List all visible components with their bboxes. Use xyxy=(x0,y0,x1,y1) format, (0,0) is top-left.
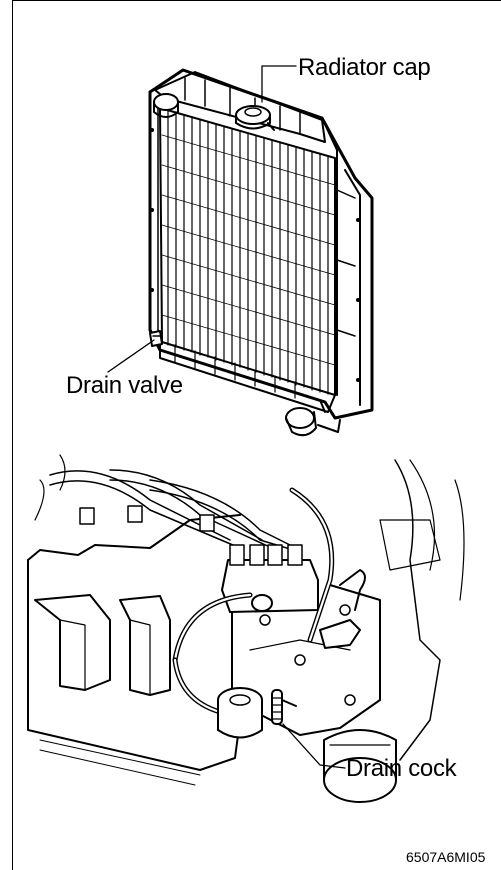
radiator-cap-part xyxy=(235,105,275,131)
radiator-bolts xyxy=(150,128,360,382)
drain-cock-label: Drain cock xyxy=(346,755,457,782)
radiator-cap-leader xyxy=(261,65,297,103)
figure-code: 6507A6MI05 xyxy=(406,849,486,865)
engine-illustration xyxy=(27,454,465,803)
drain-valve-label: Drain valve xyxy=(66,372,183,399)
radiator-core-fins xyxy=(161,109,336,395)
radiator-cap-label: Radiator cap xyxy=(298,54,431,81)
drain-cock-part xyxy=(271,689,297,725)
drain-valve-leader xyxy=(107,339,155,373)
radiator-illustration xyxy=(148,68,374,437)
drain-cock-leader xyxy=(282,723,346,769)
figure-frame xyxy=(12,0,501,870)
